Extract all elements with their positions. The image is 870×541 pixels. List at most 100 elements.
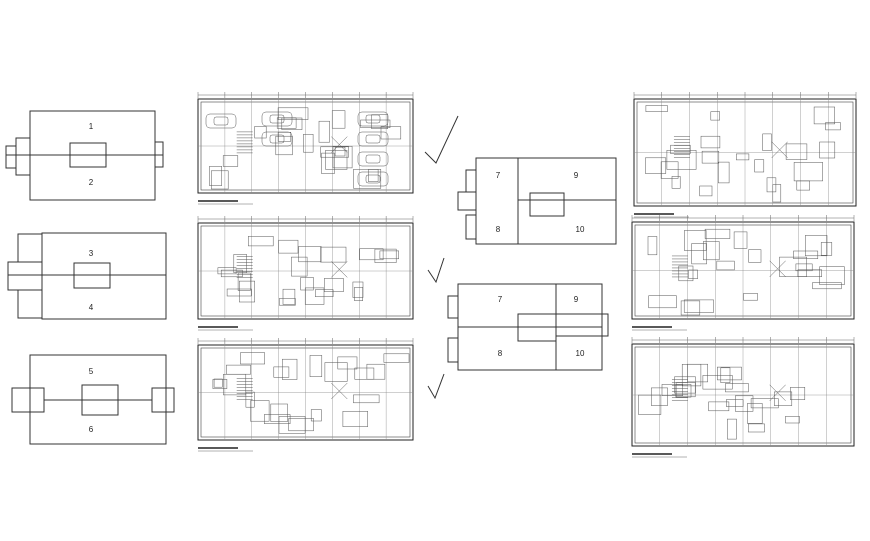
room-outline bbox=[212, 379, 228, 389]
car-roof bbox=[365, 134, 381, 144]
room-outline bbox=[304, 287, 325, 305]
room-outline bbox=[278, 239, 299, 254]
shaft-cross bbox=[331, 261, 348, 278]
room-outline bbox=[699, 185, 713, 197]
room-outline bbox=[248, 236, 274, 247]
room-outline bbox=[645, 157, 667, 174]
room-outline bbox=[380, 126, 402, 140]
room-outline bbox=[812, 282, 842, 290]
car-roof bbox=[365, 154, 381, 164]
unit-label: 10 bbox=[576, 349, 585, 358]
key-plan-3: 5 6 bbox=[11, 354, 175, 445]
room-outline bbox=[678, 265, 694, 282]
unit-label: 2 bbox=[89, 178, 94, 187]
key-plan-wing bbox=[17, 233, 43, 263]
unit-label: 6 bbox=[89, 425, 94, 434]
unit-label: 7 bbox=[496, 171, 501, 180]
room-outline bbox=[720, 367, 731, 383]
key-plan-wing bbox=[457, 191, 477, 211]
room-outline bbox=[318, 120, 330, 143]
room-outline bbox=[371, 114, 388, 129]
key-plan-wing bbox=[465, 169, 477, 193]
room-outline bbox=[245, 391, 255, 408]
unit-label: 8 bbox=[496, 225, 501, 234]
room-outline bbox=[291, 256, 308, 277]
room-outline bbox=[303, 134, 314, 153]
car-roof bbox=[269, 114, 285, 124]
room-outline bbox=[383, 353, 410, 363]
room-outline bbox=[353, 394, 380, 404]
room-outline bbox=[674, 376, 696, 394]
room-outline bbox=[716, 260, 735, 271]
key-plan-wing bbox=[17, 289, 43, 319]
room-outline bbox=[354, 367, 375, 380]
room-outline bbox=[213, 378, 223, 388]
car-icon bbox=[261, 131, 293, 147]
room-outline bbox=[684, 230, 707, 251]
key-plan-5: 7 9 8 10 bbox=[447, 283, 609, 371]
room-outline bbox=[324, 362, 348, 382]
shaft-cross bbox=[331, 382, 348, 400]
room-outline bbox=[366, 363, 386, 380]
room-outline bbox=[223, 374, 247, 396]
room-outline bbox=[331, 110, 346, 129]
car-roof bbox=[213, 116, 229, 126]
room-outline bbox=[233, 254, 247, 273]
room-outline bbox=[359, 248, 384, 261]
key-plan-wing bbox=[11, 387, 45, 413]
room-outline bbox=[648, 295, 677, 309]
room-outline bbox=[278, 416, 306, 434]
room-outline bbox=[279, 298, 296, 306]
car-icon bbox=[357, 131, 389, 147]
key-plan-outline bbox=[29, 354, 167, 445]
room-outline bbox=[736, 153, 750, 161]
key-plan-core bbox=[529, 192, 565, 217]
unit-label: 9 bbox=[574, 295, 579, 304]
car-icon bbox=[261, 111, 293, 127]
room-outline bbox=[700, 135, 721, 149]
room-outline bbox=[211, 170, 229, 190]
room-outline bbox=[793, 162, 823, 182]
room-outline bbox=[321, 152, 335, 174]
key-plan-4: 7 9 8 10 bbox=[457, 157, 617, 245]
key-plan-wing bbox=[465, 214, 477, 240]
key-plan-core bbox=[69, 142, 107, 168]
unit-label: 8 bbox=[498, 349, 503, 358]
unit-label: 3 bbox=[89, 249, 94, 258]
room-outline bbox=[748, 423, 765, 433]
room-outline bbox=[680, 300, 701, 316]
room-outline bbox=[220, 269, 243, 278]
room-outline bbox=[747, 403, 763, 424]
room-outline bbox=[790, 387, 806, 400]
room-outline bbox=[360, 119, 391, 128]
car-roof bbox=[269, 134, 285, 144]
room-outline bbox=[819, 266, 845, 285]
room-outline bbox=[222, 155, 239, 167]
room-outline bbox=[240, 352, 265, 365]
room-outline bbox=[660, 161, 679, 179]
key-plan-2: 3 4 bbox=[7, 232, 167, 320]
room-outline bbox=[645, 105, 668, 112]
room-outline bbox=[725, 383, 749, 393]
parking-level-plan bbox=[197, 92, 414, 205]
room-outline bbox=[748, 249, 762, 263]
first-floor-plan bbox=[197, 216, 414, 331]
room-outline bbox=[718, 161, 730, 184]
room-outline bbox=[239, 280, 255, 303]
car-roof bbox=[365, 174, 381, 184]
room-outline bbox=[717, 366, 742, 381]
room-outline bbox=[325, 150, 348, 170]
room-outline bbox=[683, 299, 714, 313]
right-plan-top bbox=[633, 92, 857, 218]
room-outline bbox=[647, 236, 658, 256]
room-outline bbox=[309, 355, 323, 377]
right-plan-middle bbox=[631, 215, 855, 331]
room-outline bbox=[661, 384, 683, 396]
key-plan-wing bbox=[15, 137, 31, 176]
room-outline bbox=[310, 409, 322, 422]
key-plan-core bbox=[73, 262, 111, 289]
room-outline bbox=[250, 400, 270, 422]
room-outline bbox=[796, 180, 810, 191]
room-outline bbox=[264, 414, 291, 424]
